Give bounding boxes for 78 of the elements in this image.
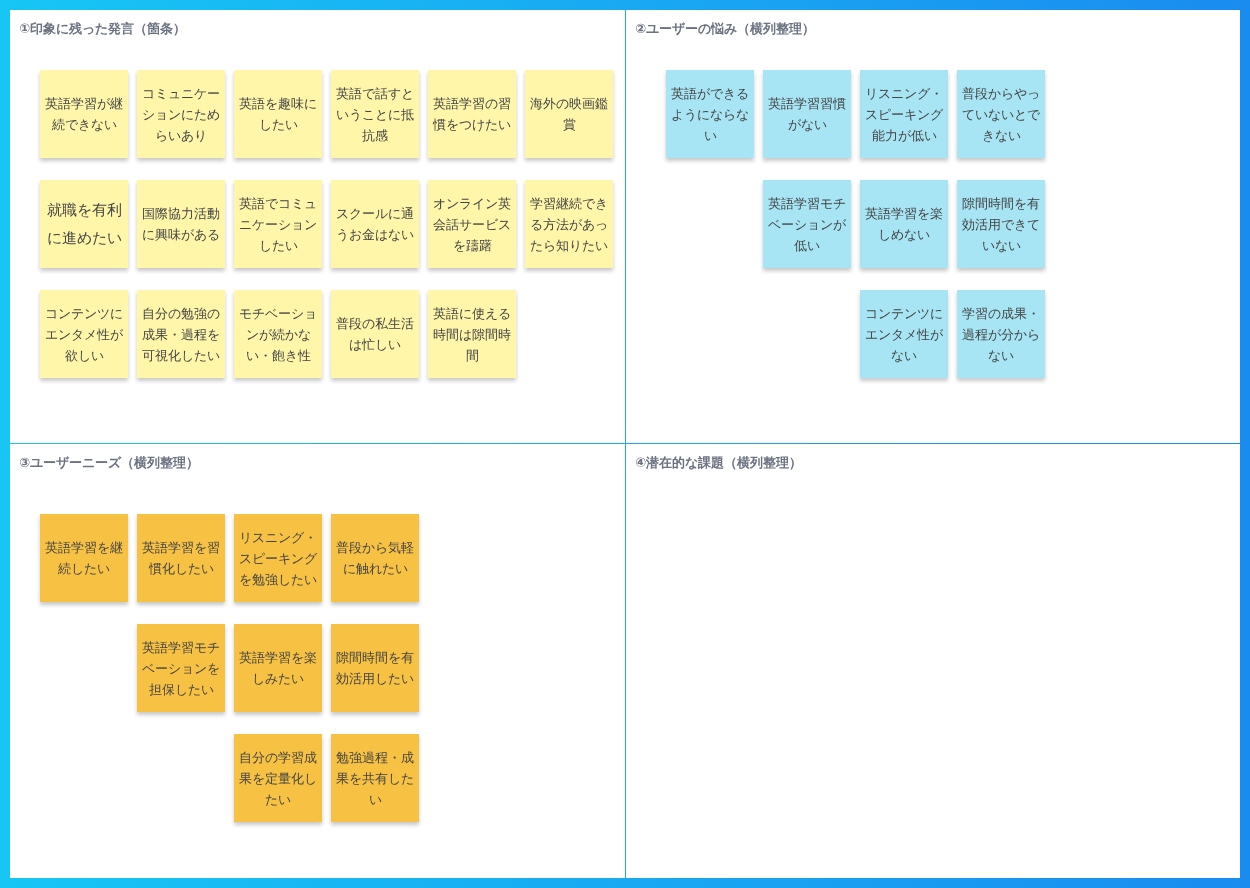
sticky-note — [428, 180, 516, 268]
sticky-note — [331, 180, 419, 268]
note-text: コミュニケーションにためらいあり — [141, 84, 221, 145]
sticky-note — [331, 514, 419, 602]
sticky-note — [860, 180, 948, 268]
note-text: コンテンツにエンタメ性がない — [864, 304, 944, 365]
note-text: 英語学習習慣がない — [767, 95, 847, 134]
note-text: 英語に使える時間は隙間時間 — [432, 304, 512, 365]
note-text: 海外の映画鑑賞 — [529, 95, 609, 134]
note-text: 国際協力活動に興味がある — [141, 205, 221, 244]
sticky-note — [763, 70, 851, 158]
note-text: 学習継続できる方法があったら知りたい — [529, 194, 609, 255]
sticky-note — [331, 290, 419, 378]
note-text: 普段からやっていないとできない — [961, 84, 1041, 145]
board-panel — [626, 444, 1240, 878]
board-panel — [10, 10, 625, 443]
board-panel — [10, 444, 625, 878]
note-text: 就職を有利に進めたい — [45, 200, 123, 249]
sticky-note — [137, 180, 225, 268]
note-text: 英語で話すということに抵抗感 — [335, 84, 415, 145]
note-text: 英語学習モチベーションを担保したい — [141, 638, 221, 699]
note-text: 自分の勉強の成果・過程を可視化したい — [141, 304, 221, 365]
note-text: コンテンツにエンタメ性が欲しい — [44, 304, 124, 365]
panel-heading: ④潜在的な課題（横列整理） — [635, 454, 802, 472]
note-text: リスニング・スピーキング能力が低い — [864, 84, 944, 145]
note-text: 英語でコミュニケーションしたい — [238, 194, 318, 255]
note-text: 英語学習を楽しめない — [864, 205, 944, 244]
note-text: スクールに通うお金はない — [335, 205, 415, 244]
sticky-note — [428, 290, 516, 378]
sticky-note — [137, 624, 225, 712]
sticky-note — [234, 514, 322, 602]
note-text: 英語を趣味にしたい — [238, 95, 318, 134]
panel-heading: ②ユーザーの悩み（横列整理） — [635, 20, 815, 38]
sticky-note — [957, 180, 1045, 268]
note-text: 英語学習を習慣化したい — [141, 539, 221, 578]
sticky-note — [525, 180, 613, 268]
sticky-note — [860, 290, 948, 378]
sticky-note — [763, 180, 851, 268]
sticky-note — [525, 70, 613, 158]
note-text: 普段の私生活は忙しい — [335, 315, 415, 354]
sticky-note — [40, 180, 128, 268]
note-text: 英語学習を楽しみたい — [238, 649, 318, 688]
note-text: 英語学習を継続したい — [44, 539, 124, 578]
sticky-note — [331, 624, 419, 712]
note-text: モチベーションが続かない・飽き性 — [238, 304, 318, 365]
note-text: 隙間時間を有効活用できていない — [961, 194, 1041, 255]
sticky-note — [137, 70, 225, 158]
panel-heading: ③ユーザーニーズ（横列整理） — [19, 454, 199, 472]
note-text: 英語学習が継続できない — [44, 95, 124, 134]
sticky-note — [234, 290, 322, 378]
note-text: 英語学習モチベーションが低い — [767, 194, 847, 255]
note-text: リスニング・スピーキングを勉強したい — [238, 528, 318, 589]
sticky-note — [666, 70, 754, 158]
note-text: 勉強過程・成果を共有したい — [335, 748, 415, 809]
sticky-note — [428, 70, 516, 158]
sticky-note — [234, 70, 322, 158]
sticky-note — [331, 70, 419, 158]
sticky-note — [234, 734, 322, 822]
board-panel — [626, 10, 1240, 443]
note-text: 隙間時間を有効活用したい — [335, 649, 415, 688]
note-text: 普段から気軽に触れたい — [335, 539, 415, 578]
panel-heading: ①印象に残った発言（箇条） — [19, 20, 186, 38]
sticky-note — [137, 290, 225, 378]
sticky-note — [957, 290, 1045, 378]
sticky-note — [234, 624, 322, 712]
sticky-note — [957, 70, 1045, 158]
sticky-note — [331, 734, 419, 822]
sticky-note — [137, 514, 225, 602]
sticky-note — [40, 70, 128, 158]
note-text: オンライン英会話サービスを躊躇 — [432, 194, 512, 255]
sticky-note — [40, 514, 128, 602]
note-text: 自分の学習成果を定量化したい — [238, 748, 318, 809]
note-text: 英語ができるようにならない — [670, 84, 750, 145]
sticky-note — [40, 290, 128, 378]
sticky-note — [860, 70, 948, 158]
note-text: 英語学習の習慣をつけたい — [432, 95, 512, 134]
note-text: 学習の成果・過程が分からない — [961, 304, 1041, 365]
sticky-note — [234, 180, 322, 268]
